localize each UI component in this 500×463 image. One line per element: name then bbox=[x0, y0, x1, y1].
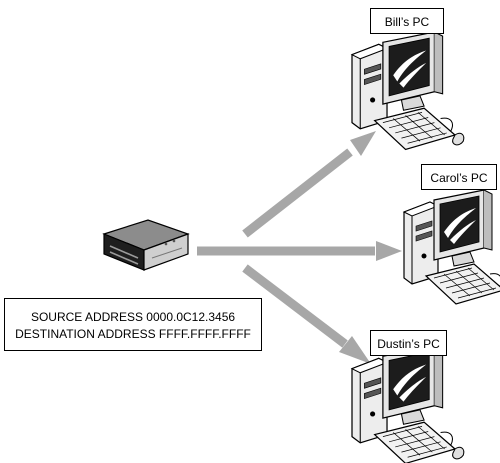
arrow-to-dustins-pc bbox=[242, 264, 371, 364]
bills-pc-label: Bill’s PC bbox=[370, 8, 444, 34]
destination-address-text: DESTINATION ADDRESS FFFF.FFFF.FFFF bbox=[15, 327, 251, 341]
source-address-text: SOURCE ADDRESS 0000.0C12.3456 bbox=[30, 310, 236, 324]
arrow-to-carols-pc bbox=[197, 241, 402, 261]
broadcast-arrows bbox=[197, 131, 402, 364]
carols-pc-computer-icon bbox=[403, 189, 500, 305]
arrow-to-bills-pc bbox=[242, 131, 376, 238]
switch-device-icon bbox=[103, 219, 189, 271]
dustins-pc-label: Dustin’s PC bbox=[370, 330, 447, 356]
bills-pc-computer-icon bbox=[351, 31, 465, 151]
dustins-pc-computer-icon bbox=[351, 345, 465, 463]
frame-address-box: SOURCE ADDRESS 0000.0C12.3456 DESTINATIO… bbox=[4, 298, 262, 351]
carols-pc-label: Carol’s PC bbox=[421, 164, 497, 190]
